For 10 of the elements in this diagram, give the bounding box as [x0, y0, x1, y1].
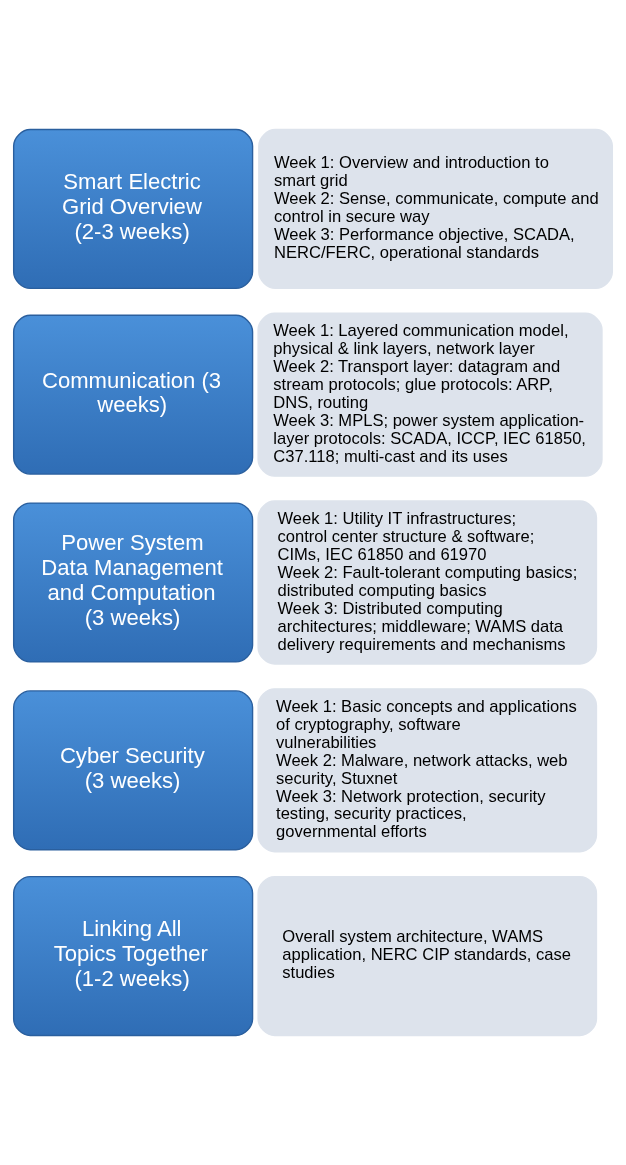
- node-box: Communication (3 weeks): [12, 314, 254, 475]
- node-box: Week 1: Basic concepts and applications of cryptography, software vulnerabilities Week 2: Malware, network attacks, web security, Stuxnet Week 3: Network protection, security testing, security practices, governmental efforts: [257, 688, 598, 853]
- node-box: Week 1: Layered communication model, physical & link layers, network layer Week 2: Transport layer: datagram and stream protocols; glue protocols: ARP, DNS, routing Week 3: MPLS; power system application-layer protocols: SCADA, ICCP, IEC 61850, C37.118; multi-cast and its uses: [257, 312, 603, 477]
- node-box: Week 1: Overview and introduction to smart grid Week 2: Sense, communicate, compute and control in secure way Week 3: Performance objective, SCADA, NERC/FERC, operational standards: [258, 128, 614, 290]
- node-box: Cyber Security (3 weeks): [12, 690, 254, 851]
- node-box: Linking All Topics Together (1-2 weeks): [12, 875, 254, 1037]
- node-box: Power System Data Management and Computation (3 weeks): [12, 502, 254, 663]
- node-box: Overall system architecture, WAMS application, NERC CIP standards, case studies: [257, 875, 598, 1037]
- node-box: Smart Electric Grid Overview (2-3 weeks): [12, 128, 254, 290]
- node-box: Week 1: Utility IT infrastructures; control center structure & software; CIMs, IEC 61850 and 61970 Week 2: Fault-tolerant computing basics; distributed computing basics Week 3: Distributed computing architectures; middleware; WAMS data delivery requirements and mechanisms: [257, 500, 598, 665]
